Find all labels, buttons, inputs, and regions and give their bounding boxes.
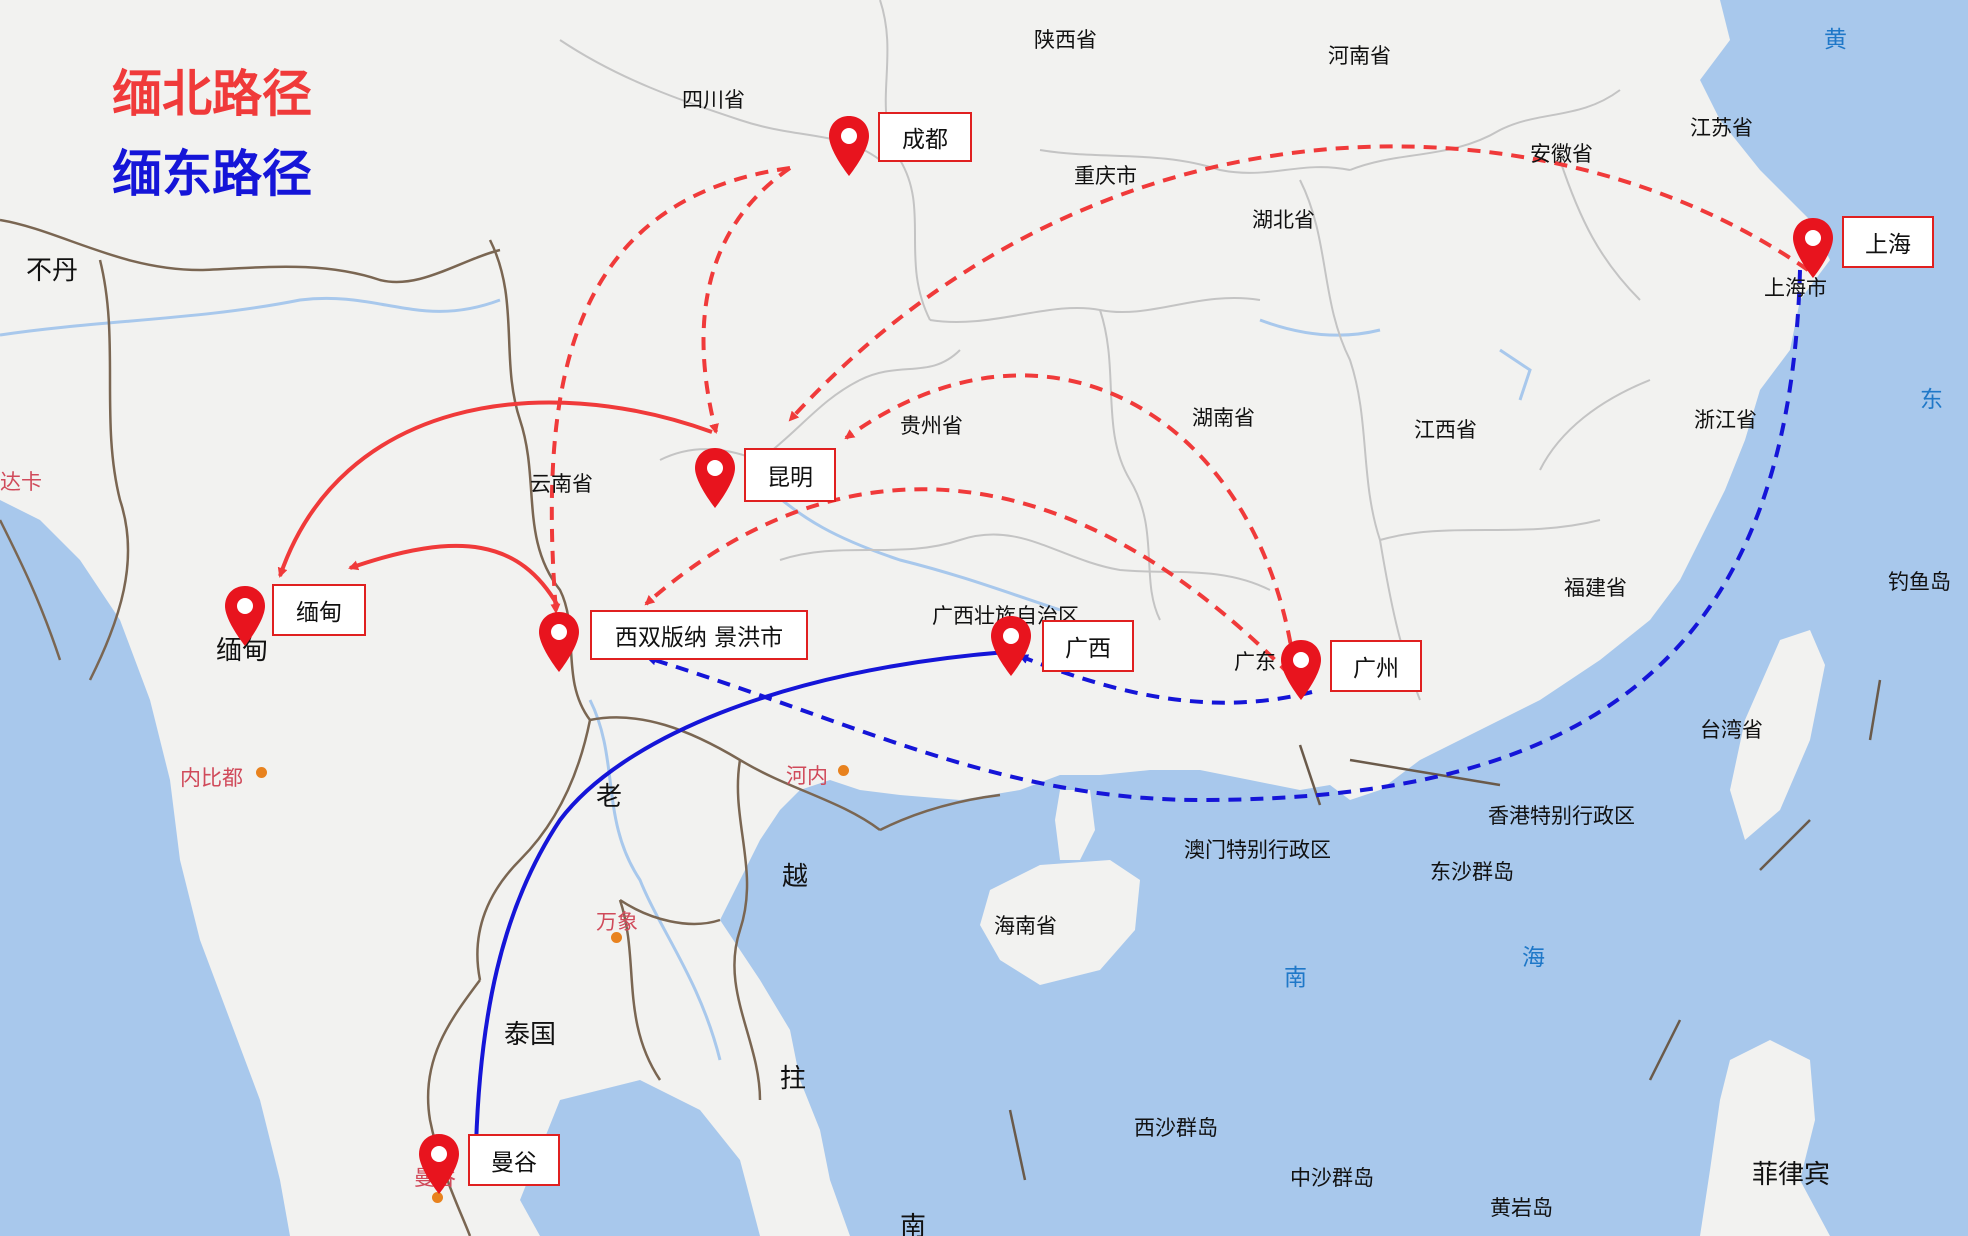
route-kunming-myanmar [277,400,713,578]
label-zhongsha: 中沙群岛 [1290,1166,1374,1190]
city-box-chengdu: 成都 [878,112,972,162]
label-thailand: 泰国 [504,1020,557,1050]
vientiane-dot [611,932,622,943]
label-naypyidaw: 内比都 [180,766,243,790]
legend-north-route: 缅北路径 [112,65,312,123]
bay-of-bengal [0,500,290,1236]
label-guizhou: 贵州省 [900,414,963,438]
pin-shanghai [1790,216,1836,280]
city-box-xishuangbanna: 西双版纳 景洪市 [590,610,808,660]
label-sichuan: 四川省 [682,88,745,112]
label-anhui: 安徽省 [1530,142,1593,166]
label-shanghai-city: 上海市 [1764,276,1827,300]
route-guangzhou-xishuangbanna [644,487,1292,677]
label-hongkong: 香港特别行政区 [1488,804,1635,828]
route-chengdu-xishuangbanna [549,166,791,614]
label-hainan: 海南省 [994,914,1057,938]
gulf-of-thailand [520,1080,760,1236]
legend-east-route: 缅东路径 [112,145,312,203]
label-shaanxi: 陕西省 [1034,28,1097,52]
label-hunan: 湖南省 [1192,406,1255,430]
label-huangyan: 黄岩岛 [1490,1196,1553,1220]
hainan-island [980,860,1140,985]
pin-chengdu [826,114,872,178]
label-diaoyu: 钓鱼岛 [1888,570,1951,594]
hanoi-dot [838,765,849,776]
route-guangxi-bangkok [471,650,1007,1148]
label-south-bottom: 南 [900,1212,927,1236]
pin-xishuangbanna [536,610,582,674]
label-yellow-sea: 黄 [1824,27,1847,53]
city-box-shanghai: 上海 [1842,216,1934,268]
label-philippines: 菲律宾 [1752,1160,1831,1190]
leizhou-peninsula [1055,790,1095,860]
route-xishuangbanna-myanmar [348,543,560,607]
nine-dash-line [1008,679,1882,1181]
label-xisha: 西沙群岛 [1134,1116,1218,1140]
city-box-guangxi: 广西 [1042,620,1134,672]
label-hubei: 湖北省 [1252,208,1315,232]
label-cambodia: 拄 [780,1064,807,1094]
city-box-kunming: 昆明 [744,448,836,502]
label-macau: 澳门特别行政区 [1184,838,1331,862]
route-shanghai-xishuangbanna [646,269,1802,803]
label-dongsha: 东沙群岛 [1430,860,1514,884]
label-dhaka: 达卡 [0,470,42,494]
taiwan-island [1730,630,1825,840]
bangkok-dot [432,1192,443,1203]
label-south-sea-2: 海 [1522,945,1545,971]
city-box-bangkok: 曼谷 [468,1134,560,1186]
label-fujian: 福建省 [1564,576,1627,600]
north-routes [277,144,1810,677]
label-taiwan: 台湾省 [1700,718,1763,742]
label-jiangsu: 江苏省 [1690,116,1753,140]
label-vietnam: 越 [782,862,809,892]
pin-bangkok [416,1132,462,1196]
label-chongqing: 重庆市 [1074,164,1137,188]
label-vientiane: 万象 [596,910,638,934]
label-east-sea: 东 [1920,387,1943,413]
label-south-sea-1: 南 [1284,965,1307,991]
label-hanoi: 河内 [786,764,828,788]
pin-guangxi [988,614,1034,678]
pin-kunming [692,446,738,510]
pin-myanmar [222,584,268,648]
label-jiangxi: 江西省 [1414,418,1477,442]
label-bhutan: 不丹 [26,256,79,286]
naypyidaw-dot [256,767,267,778]
luzon-island [1700,1040,1830,1236]
route-guangzhou-kunming [844,373,1296,666]
city-box-myanmar: 缅甸 [272,584,366,636]
pin-guangzhou [1278,638,1324,702]
label-laos: 老 [596,782,623,812]
route-chengdu-kunming [701,166,792,434]
city-box-guangzhou: 广州 [1330,640,1422,692]
label-guangdong: 广东 [1234,650,1276,674]
label-henan: 河南省 [1328,44,1391,68]
route-shanghai-kunming [788,144,1810,422]
label-yunnan: 云南省 [530,472,593,496]
label-zhejiang: 浙江省 [1694,408,1757,432]
